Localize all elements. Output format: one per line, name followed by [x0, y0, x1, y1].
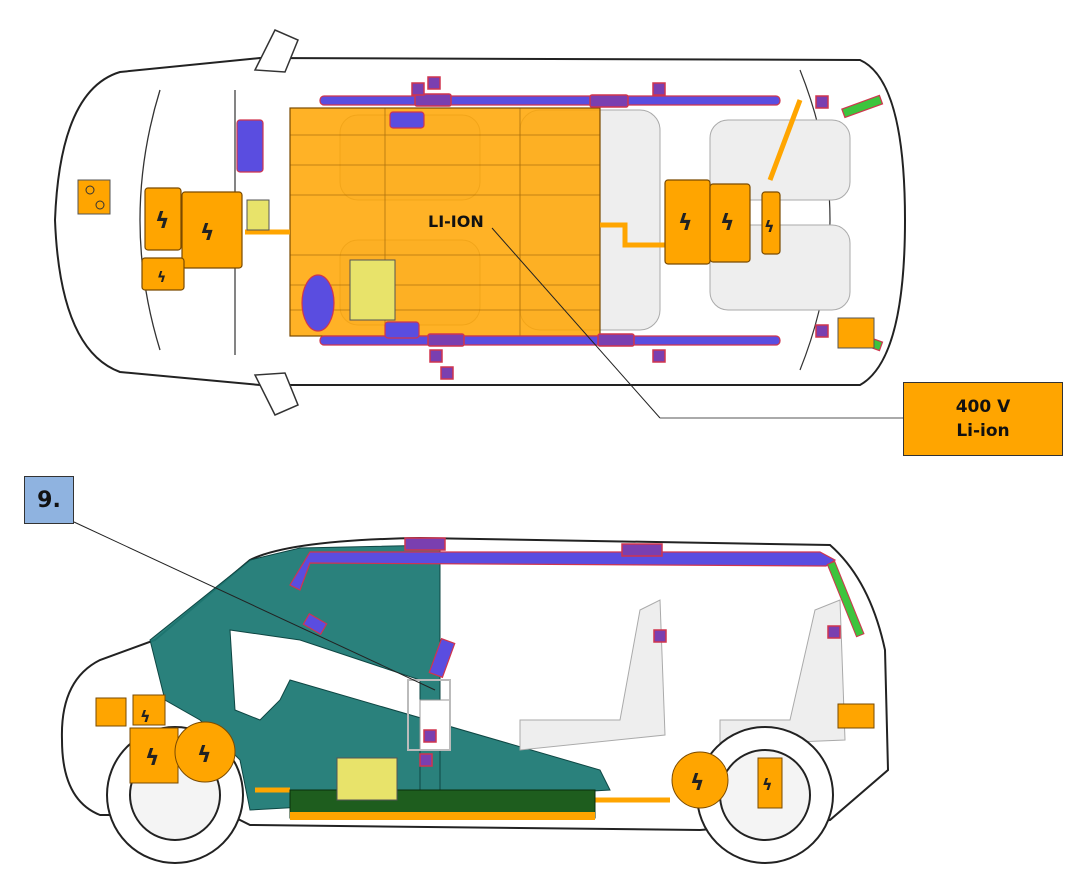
hv-component-front: [141, 179, 781, 291]
airbag-inflator: [404, 537, 841, 767]
svg-text:ϟ: ϟ: [764, 217, 775, 236]
high-voltage-icon: ϟ ϟ ϟ ϟ ϟ: [140, 707, 773, 796]
fuse-box-icon: [77, 179, 111, 215]
svg-text:ϟ: ϟ: [720, 211, 735, 236]
svg-text:ϟ: ϟ: [762, 775, 773, 794]
disconnect-icon: [246, 199, 270, 231]
li-ion-leader-line: [491, 227, 661, 419]
svg-text:ϟ: ϟ: [155, 209, 170, 234]
hv-battery-floor: [289, 107, 601, 337]
item-number: 9.: [37, 487, 61, 513]
svg-text:ϟ: ϟ: [200, 221, 215, 246]
battery-chemistry: Li-ion: [956, 421, 1010, 441]
svg-text:ϟ: ϟ: [678, 211, 693, 236]
low-voltage-battery-side: [336, 757, 398, 801]
svg-text:ϟ: ϟ: [197, 743, 212, 768]
svg-text:ϟ: ϟ: [145, 746, 160, 771]
airbag-inflator: [411, 76, 829, 380]
svg-text:ϟ: ϟ: [690, 771, 705, 796]
airbag: [289, 551, 837, 679]
svg-text:ϟ: ϟ: [157, 270, 166, 286]
hv-cable: [245, 99, 803, 248]
item-number-callout: 9.: [24, 476, 74, 524]
hv-component-side: [95, 694, 875, 809]
battery-voltage-callout: 400 V Li-ion: [903, 382, 1063, 456]
battery-voltage: 400 V: [955, 397, 1011, 417]
top-view-vehicle: ϟ ϟ ϟ ϟ ϟ ϟ: [53, 29, 907, 419]
mirror-left: [253, 29, 299, 73]
gas-strut: [826, 560, 865, 638]
high-voltage-icon: ϟ ϟ ϟ ϟ ϟ ϟ: [155, 209, 775, 286]
side-view-vehicle: ϟ ϟ ϟ ϟ ϟ: [60, 521, 890, 864]
battery-type-label: LI-ION: [428, 212, 484, 231]
low-voltage-battery: [349, 259, 396, 321]
mirror-right: [253, 372, 299, 416]
svg-text:ϟ: ϟ: [140, 707, 151, 726]
item-9-leader-line: [73, 521, 436, 691]
